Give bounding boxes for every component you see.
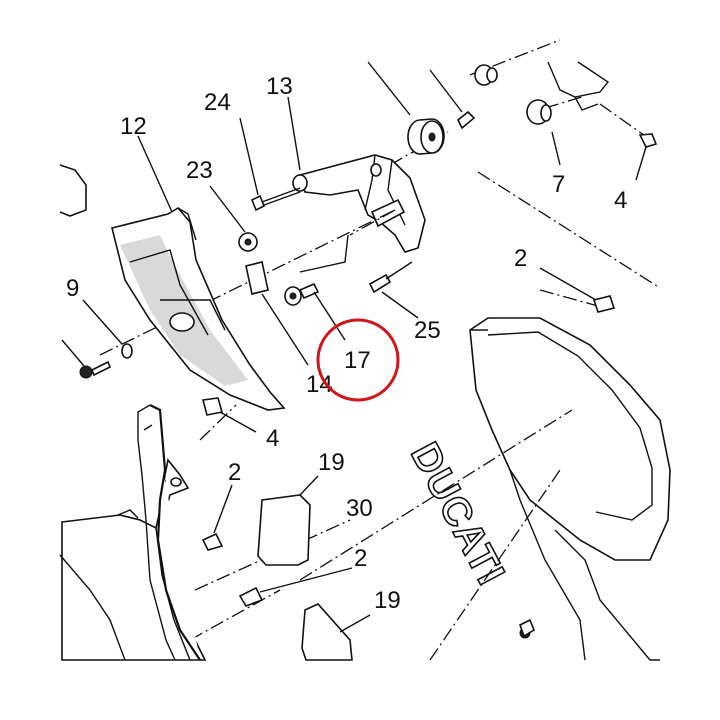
callout-2-right: 2 <box>514 245 527 272</box>
rubber-grommet-part <box>526 99 552 125</box>
upper-bracket-group <box>469 39 658 181</box>
callout-24: 24 <box>204 89 231 116</box>
pad-19-upper-part <box>257 475 319 566</box>
callout-17: 17 <box>344 347 371 374</box>
callout-25: 25 <box>414 317 441 344</box>
clip-nut-part <box>638 133 658 148</box>
ducati-logo: DUCATI <box>402 436 513 593</box>
screw-17-part <box>284 234 349 341</box>
callout-23: 23 <box>186 157 213 184</box>
lower-left-fairing-part <box>59 404 207 661</box>
main-fairing-30-part: DUCATI <box>401 317 671 661</box>
callout-9: 9 <box>66 275 79 302</box>
callout-19-upper: 19 <box>318 449 345 476</box>
screw-bottom-part <box>519 618 535 639</box>
clip-2-left-part <box>201 484 233 551</box>
callout-30: 30 <box>346 495 373 522</box>
callout-7: 7 <box>552 171 565 198</box>
callout-12: 12 <box>120 113 147 140</box>
mounting-bracket-part <box>287 96 426 253</box>
screw-25-part <box>368 261 419 319</box>
pad-19-lower-part <box>301 603 371 661</box>
clip-2-right-part <box>539 267 616 313</box>
rubber-grommet-top-part <box>474 64 498 86</box>
clip-4-middle-part <box>201 397 257 433</box>
bolt-24-part <box>239 117 301 212</box>
edge-panel-part <box>59 164 87 217</box>
spacer-washer-part <box>367 61 449 166</box>
side-panel-12-part <box>111 135 286 411</box>
callout-2-left: 2 <box>228 459 241 486</box>
callout-4-top: 4 <box>614 187 627 214</box>
callout-13: 13 <box>266 73 293 100</box>
screw-9-part <box>61 339 112 379</box>
screw-top-part <box>429 69 476 130</box>
callout-4-middle: 4 <box>266 425 279 452</box>
highlight-circle <box>316 318 400 402</box>
clip-2-lower-part <box>238 567 353 607</box>
nut-23-part <box>209 185 258 252</box>
callout-19-lower: 19 <box>374 587 401 614</box>
callout-2-lower: 2 <box>354 545 367 572</box>
washer-9-part <box>82 299 133 359</box>
clip-14-part <box>245 261 309 366</box>
